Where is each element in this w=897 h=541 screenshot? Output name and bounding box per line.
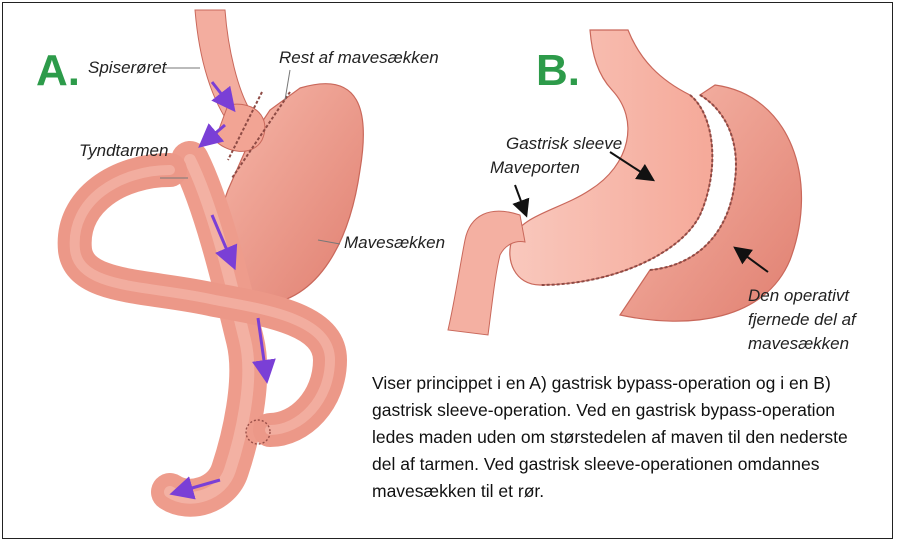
- label-removed-part-line2: fjernede del af: [748, 308, 856, 332]
- panel-a-letter: A.: [36, 46, 80, 96]
- label-removed-part-line1: Den operativt: [748, 284, 856, 308]
- label-small-intestine: Tyndtarmen: [79, 141, 168, 161]
- label-removed-part: Den operativt fjernede del af mavesækken: [748, 284, 856, 356]
- label-gastric-sleeve: Gastrisk sleeve: [506, 134, 622, 154]
- label-removed-part-line3: mavesækken: [748, 332, 856, 356]
- label-pylorus: Maveporten: [490, 158, 580, 178]
- caption-text: Viser princippet i en A) gastrisk bypass…: [372, 370, 862, 505]
- label-stomach-remnant: Rest af mavesækken: [279, 48, 439, 68]
- duodenum-shape: [448, 211, 525, 335]
- label-esophagus: Spiserøret: [88, 58, 166, 78]
- label-stomach: Mavesækken: [344, 233, 445, 253]
- panel-b-letter: B.: [536, 46, 580, 96]
